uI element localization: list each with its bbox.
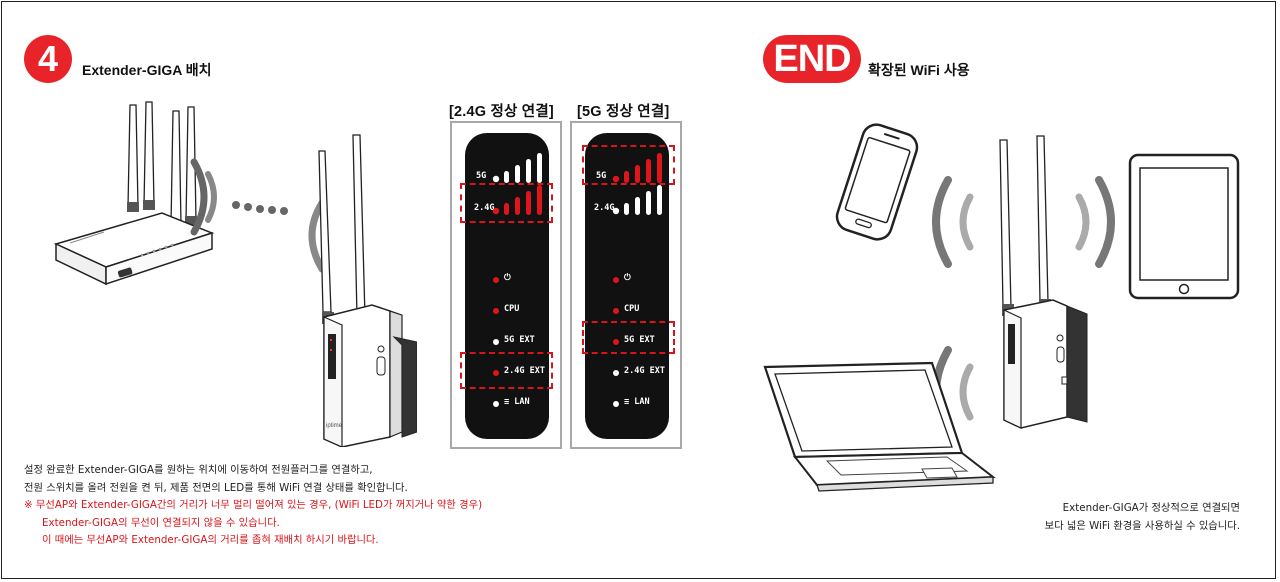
extender-illustration: iptime (318, 134, 417, 447)
description-line-1: 설정 완료한 Extender-GIGA를 원하는 위치에 이동하여 전원플러그… (24, 464, 373, 476)
led-label-power: ⏻ (624, 273, 631, 283)
note-line-3: 이 때에는 무선AP와 Extender-GIGA의 거리를 좁혀 재배치 하시… (42, 534, 379, 546)
led-label-lan: ≡ LAN (504, 397, 530, 407)
led-dot-lan (613, 401, 619, 407)
led-label-cpu: CPU (504, 304, 520, 314)
router-wifi-signal-icon (190, 158, 217, 236)
led-label-24g: 2.4G (594, 203, 615, 213)
step-number-badge: 4 (24, 35, 72, 83)
panel-caption-24g: [2.4G 정상 연결] (449, 104, 554, 120)
led-label-5g-ext: 5G EXT (504, 335, 535, 345)
brand-label: iptime (326, 423, 343, 429)
note-line-1: ※ 무선AP와 Extender-GIGA간의 거리가 너무 멀리 떨어져 있는… (24, 499, 483, 511)
led-label-5g: 5G (476, 171, 487, 181)
led-panel-24g: 5G 2.4G ⏻ CPU 5G EXT 2.4G EXT ≡ LAN (465, 133, 549, 439)
smartphone-illustration (835, 123, 919, 241)
led-dot-cpu (493, 308, 499, 314)
led-label-cpu: CPU (624, 304, 640, 314)
led-label-5g: 5G (596, 171, 607, 181)
signal-bars-5g-icon (612, 153, 662, 183)
end-description-line-1: Extender-GIGA가 정상적으로 연결되면 (1062, 502, 1240, 514)
led-label-24g-ext: 2.4G EXT (504, 366, 545, 376)
led-label-24g: 2.4G (474, 203, 495, 213)
led-dot-5g-ext (493, 339, 499, 345)
dotted-connection (232, 201, 288, 215)
led-dot-power (493, 277, 499, 283)
router-illustration (53, 101, 215, 286)
led-dot-power (613, 277, 619, 283)
panel-5g: 5G 2.4G ⏻ CPU 5G EXT 2.4G EXT ≡ LAN (570, 121, 682, 449)
tablet-illustration (1128, 153, 1240, 300)
end-description-line-2: 보다 넓은 WiFi 환경을 사용하실 수 있습니다. (1044, 519, 1240, 532)
led-dot-5g-ext (613, 339, 619, 345)
end-badge: END (763, 35, 861, 83)
description-line-2: 전원 스위치를 올려 전원을 켠 뒤, 제품 전면의 LED를 통해 WiFi … (24, 481, 408, 494)
led-dot-24g-ext (613, 370, 619, 376)
end-title: 확장된 WiFi 사용 (868, 62, 970, 78)
panel-caption-5g: [5G 정상 연결] (577, 104, 670, 120)
laptop-illustration (763, 361, 996, 492)
signal-bars-5g-icon (492, 153, 542, 183)
led-label-24g-ext: 2.4G EXT (624, 366, 665, 376)
phone-wifi-signal-icon (932, 176, 974, 268)
led-label-5g-ext: 5G EXT (624, 335, 655, 345)
led-label-power: ⏻ (504, 273, 511, 283)
signal-bars-24g-icon (492, 185, 542, 215)
highlight-5g-signal (582, 145, 675, 185)
highlight-5g-ext (582, 321, 675, 354)
description-block: 설정 완료한 Extender-GIGA를 원하는 위치에 이동하여 전원플러그… (24, 462, 482, 550)
end-description: Extender-GIGA가 정상적으로 연결되면 보다 넓은 WiFi 환경을… (942, 500, 1240, 535)
led-label-lan: ≡ LAN (624, 397, 650, 407)
panel-24g: 5G 2.4G ⏻ CPU 5G EXT 2.4G EXT ≡ LAN (450, 121, 562, 449)
note-line-2: Extender-GIGA의 무선이 연결되지 않을 수 있습니다. (42, 516, 280, 529)
step-title: Extender-GIGA 배치 (82, 62, 212, 78)
tablet-wifi-signal-icon (1075, 176, 1115, 268)
highlight-24g-signal (460, 183, 553, 223)
led-dot-cpu (613, 308, 619, 314)
signal-bars-24g-icon (612, 185, 662, 215)
led-dot-24g-ext (493, 370, 499, 376)
led-dot-lan (493, 401, 499, 407)
extender-illustration-end (999, 135, 1088, 429)
extender-wifi-signal-icon (308, 199, 326, 273)
highlight-24g-ext (460, 352, 553, 389)
